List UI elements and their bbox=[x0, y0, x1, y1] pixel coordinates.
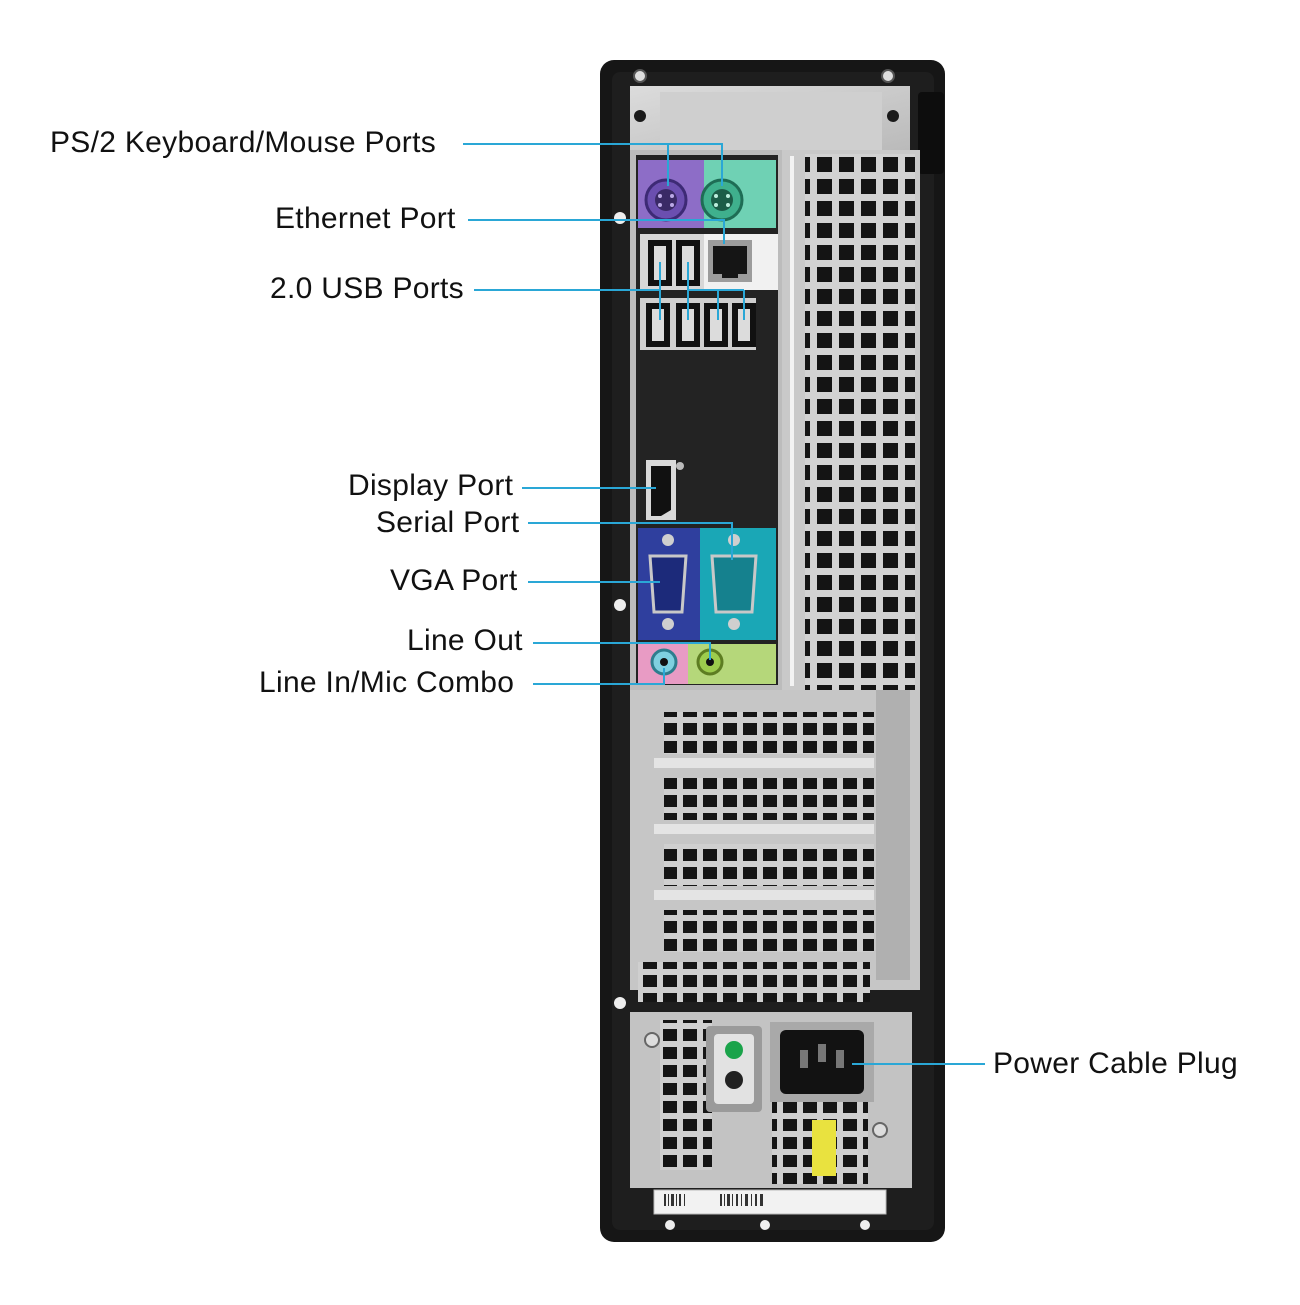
ps2-mouse-port-icon bbox=[644, 178, 688, 222]
callout-serial-port: Serial Port bbox=[376, 506, 520, 539]
expansion-slots bbox=[630, 690, 920, 1002]
callout-vga-port: VGA Port bbox=[390, 564, 518, 597]
leader-serial bbox=[528, 522, 733, 560]
io-panel bbox=[630, 150, 782, 690]
ps2-keyboard-port-icon bbox=[700, 178, 744, 222]
displayport-icon bbox=[646, 460, 684, 520]
callout-line-in-mic: Line In/Mic Combo bbox=[259, 666, 515, 699]
leader-line-in bbox=[533, 668, 665, 685]
side-vent-panel bbox=[782, 150, 920, 690]
leader-ps2 bbox=[463, 143, 723, 186]
status-led-icon bbox=[725, 1041, 743, 1089]
audio-jack-icon bbox=[650, 648, 724, 676]
callout-ethernet-port: Ethernet Port bbox=[275, 202, 456, 235]
callout-ps2-ports: PS/2 Keyboard/Mouse Ports bbox=[50, 126, 437, 159]
callout-line-out: Line Out bbox=[407, 624, 523, 657]
serial-port-icon bbox=[710, 534, 758, 630]
leader-lines bbox=[463, 143, 985, 1065]
ethernet-port-icon bbox=[708, 240, 752, 282]
vga-port-icon bbox=[648, 534, 688, 630]
leader-line-out bbox=[533, 642, 711, 660]
power-socket-icon bbox=[770, 1022, 874, 1102]
callout-power-cable-plug: Power Cable Plug bbox=[993, 1047, 1238, 1080]
callout-usb-ports: 2.0 USB Ports bbox=[270, 272, 464, 305]
leader-ethernet bbox=[468, 219, 725, 244]
callout-display-port: Display Port bbox=[348, 469, 514, 502]
power-supply bbox=[630, 1012, 912, 1215]
barcode-icon bbox=[664, 1194, 763, 1206]
usb-port-icon bbox=[646, 303, 756, 347]
